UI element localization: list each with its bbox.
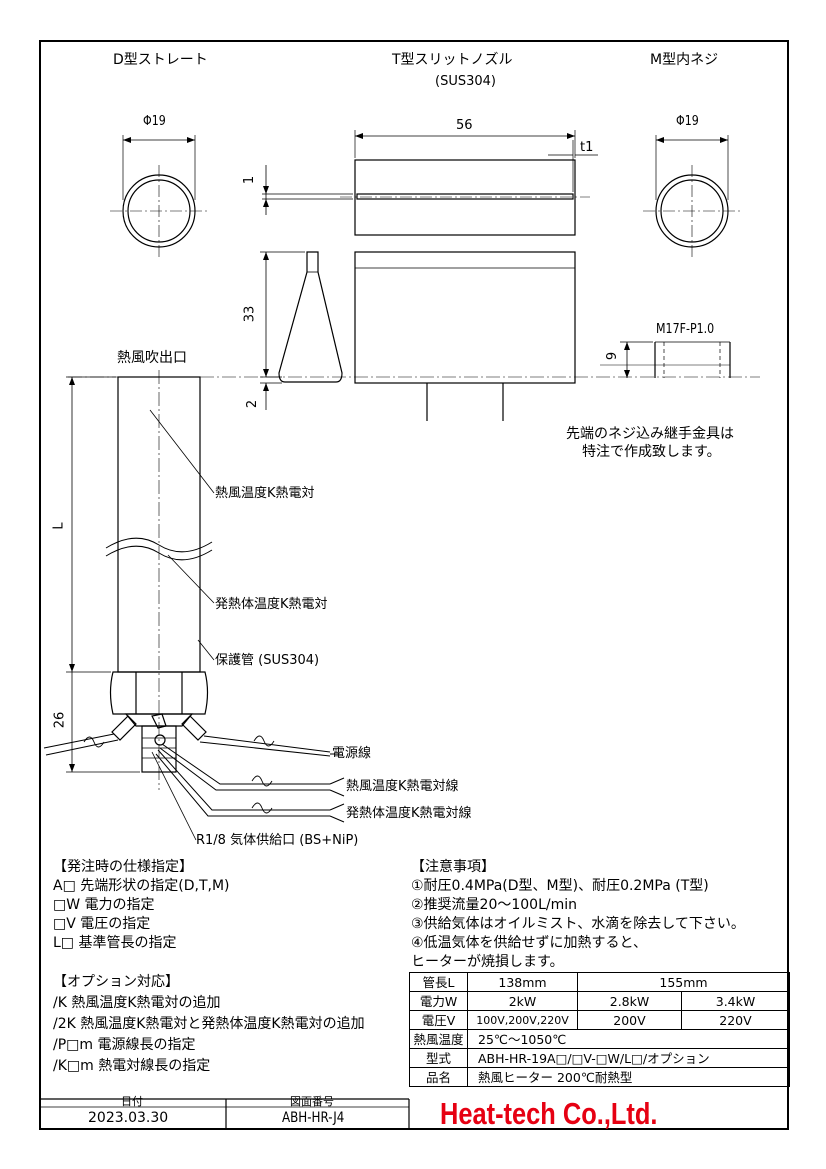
heater-tc-wire-label: 発熱体温度K熱電対線 — [346, 806, 472, 821]
option-item: /K 熱風温度K熱電対の追加 — [53, 995, 221, 1011]
leader-lines — [149, 364, 730, 841]
note-item: ヒーターが焼損します。 — [411, 954, 564, 970]
length-155: 155mm — [577, 972, 790, 992]
d-type-end-view — [110, 135, 208, 258]
hot-air-tc-wire-label: 熱風温度K熱電対線 — [346, 779, 459, 794]
wires — [43, 733, 345, 823]
gas-inlet-label: R1/8 気体供給口 (BS+NiP) — [196, 833, 359, 848]
slit-dim: 1 — [242, 175, 258, 185]
hex-dim: 26 — [52, 711, 68, 729]
thread-spec: M17F-P1.0 — [656, 322, 715, 337]
heater-tc-label: 発熱体温度K熱電対 — [215, 597, 328, 612]
options-title: 【オプション対応】 — [53, 974, 179, 990]
voltage-220: 220V — [681, 1010, 790, 1030]
m-type-side-view — [620, 341, 731, 378]
date-value: 2023.03.30 — [88, 1110, 169, 1126]
heater-body — [105, 370, 213, 790]
temp-value: 25℃～1050℃ — [467, 1029, 790, 1049]
m-type-end-view — [643, 135, 741, 258]
model-value: ABH-HR-19A□/□V-□W/L□/オプション — [467, 1048, 790, 1068]
t-type-label: T型スリットノズル — [392, 52, 513, 68]
m-type-label: M型内ネジ — [650, 52, 719, 68]
spec-title: 【発注時の仕様指定】 — [53, 859, 193, 875]
date-label: 日付 — [121, 1095, 143, 1108]
length-label: 管長L — [409, 972, 468, 992]
spec-item: A□ 先端形状の指定(D,T,M) — [53, 878, 230, 894]
note-item: ③供給気体はオイルミスト、水滴を除去して下さい。 — [411, 916, 745, 932]
power-label: 電力W — [409, 991, 468, 1011]
gap-dim: 2 — [245, 399, 261, 409]
length-dimensions — [66, 376, 140, 773]
phi-left-dim: Φ19 — [143, 114, 166, 129]
product-name-label: 品名 — [409, 1067, 468, 1087]
note-item: ①耐圧0.4MPa(D型、M型)、耐圧0.2MPa (T型) — [411, 878, 709, 894]
note-item: ②推奨流量20～100L/min — [411, 897, 578, 913]
length-l-dim: L — [51, 522, 67, 530]
thread-depth-dim: 9 — [605, 351, 621, 361]
note-item: ④低温気体を供給せずに加熱すると、 — [411, 935, 647, 951]
power-3-4kw: 3.4kW — [681, 991, 790, 1011]
spec-table: 管長L 138mm 155mm 電力W 2kW 2.8kW 3.4kW 電圧V … — [409, 972, 790, 1087]
thickness-dim: t1 — [580, 140, 594, 155]
spec-item: □V 電圧の指定 — [53, 916, 151, 932]
drawing-frame — [39, 40, 789, 1130]
tip-note-line2: 特注で作成致します。 — [582, 444, 721, 460]
power-2-8kw: 2.8kW — [577, 991, 682, 1011]
voltage-multi: 100V,200V,220V — [467, 1010, 578, 1030]
protect-tube-label: 保護管 (SUS304) — [215, 653, 320, 668]
power-2kw: 2kW — [467, 991, 578, 1011]
width-dim: 56 — [456, 118, 473, 133]
d-type-label: D型ストレート — [113, 52, 208, 68]
title-block-lines — [39, 1098, 410, 1130]
t-type-top-view — [262, 130, 598, 236]
drawing-no-label: 図面番号 — [290, 1095, 334, 1108]
power-wire-label: 電源線 — [332, 746, 372, 761]
t-type-material: (SUS304) — [435, 74, 496, 89]
spec-item: □W 電力の指定 — [53, 897, 155, 913]
model-label: 型式 — [409, 1048, 468, 1068]
option-item: /K□m 熱電対線長の指定 — [53, 1058, 211, 1074]
voltage-label: 電圧V — [409, 1010, 468, 1030]
option-item: /2K 熱風温度K熱電対と発熱体温度K熱電対の追加 — [53, 1016, 365, 1032]
length-138: 138mm — [467, 972, 578, 992]
outlet-label: 熱風吹出口 — [117, 350, 187, 366]
company-logo: Heat-tech Co.,Ltd. — [440, 1096, 658, 1131]
t-type-front-view — [260, 251, 576, 421]
temp-label: 熱風温度 — [409, 1029, 468, 1049]
option-item: /P□m 電源線長の指定 — [53, 1037, 196, 1053]
voltage-200: 200V — [577, 1010, 682, 1030]
tip-note-line1: 先端のネジ込み継手金具は — [566, 426, 734, 442]
phi-right-dim: Φ19 — [676, 114, 699, 129]
hot-air-tc-label: 熱風温度K熱電対 — [215, 486, 315, 501]
product-name-value: 熱風ヒーター 200℃耐熱型 — [467, 1067, 790, 1087]
spec-item: L□ 基準管長の指定 — [53, 935, 177, 951]
height-dim: 33 — [242, 305, 258, 323]
drawing-no-value: ABH-HR-J4 — [282, 1110, 345, 1126]
notes-title: 【注意事項】 — [411, 859, 495, 875]
